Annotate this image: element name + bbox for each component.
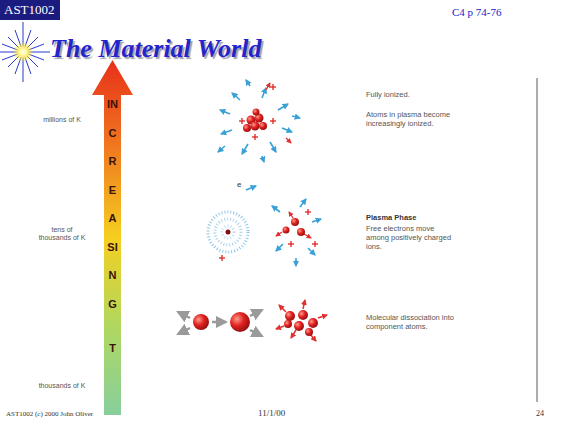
course-code: AST1002 <box>4 2 55 18</box>
temperature-label: tens of thousands of K <box>36 226 88 243</box>
temperature-label: thousands of K <box>38 382 86 390</box>
plasma-phase-figure <box>272 199 321 266</box>
atom-cloud-figure <box>208 186 256 261</box>
phase-heading: Plasma Phase <box>366 213 461 222</box>
footer-date: 11/1/00 <box>258 408 308 419</box>
molecule-figure <box>178 310 262 336</box>
dissociated-atoms-figure <box>276 300 327 341</box>
slide-number: 24 <box>536 409 560 419</box>
phase-description: Free electrons move among positively cha… <box>366 224 458 251</box>
arrow-letters: T <box>107 334 118 363</box>
ionized-plasma-figure <box>218 80 300 162</box>
phase-description: Molecular dissociation into component at… <box>366 313 458 331</box>
arrow-shape <box>92 60 133 415</box>
footer-copyright: AST1002 (c) 2000 John Oliver <box>6 410 146 418</box>
temperature-label: millions of K <box>38 116 86 124</box>
divider-line <box>536 78 538 402</box>
star-icon <box>0 22 50 82</box>
slide-title: The Material World <box>50 34 261 64</box>
phase-description: Atoms in plasma become increasingly ioni… <box>366 110 458 128</box>
arrow-letters: INCREASING <box>107 90 118 318</box>
electron-symbol: e <box>237 180 245 190</box>
course-tag-box: AST1002 <box>0 0 60 20</box>
page-reference: C4 p 74-76 <box>452 6 542 19</box>
phase-description: Fully ionized. <box>366 90 461 99</box>
temperature-arrow: INCREASING T <box>92 60 133 415</box>
